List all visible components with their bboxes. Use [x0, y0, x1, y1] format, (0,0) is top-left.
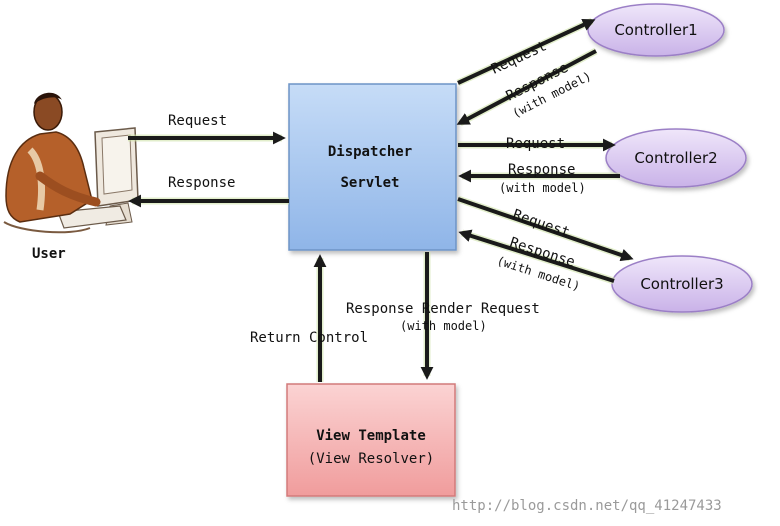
controller2-label: Controller2	[634, 149, 717, 167]
arrow-c3-response	[458, 229, 615, 283]
arrow-c3-request	[457, 197, 634, 262]
label-c2-with-model: (with model)	[499, 181, 586, 195]
label-render-with-model: (with model)	[400, 319, 487, 333]
arrows	[128, 17, 634, 382]
label-c2-response: Response	[508, 162, 575, 178]
label-return-control: Return Control	[250, 330, 368, 346]
arrow-c1-response	[456, 49, 597, 125]
controller2-node: Controller2	[605, 128, 747, 188]
user-illustration-icon	[3, 92, 139, 234]
label-render-request: Response Render Request	[346, 301, 540, 317]
view-template-box: View Template (View Resolver)	[286, 383, 456, 497]
view-title-line1: View Template	[316, 428, 426, 444]
watermark-text: http://blog.csdn.net/qq_41247433	[452, 498, 722, 514]
controller3-node: Controller3	[611, 255, 753, 313]
dispatcher-title-line1: Dispatcher	[328, 144, 412, 160]
label-c3-request: Request	[511, 207, 572, 241]
controller3-label: Controller3	[640, 275, 723, 293]
view-title-line2: (View Resolver)	[308, 451, 434, 467]
controller1-node: Controller1	[587, 3, 725, 57]
dispatcher-title-line2: Servlet	[340, 175, 399, 191]
label-c2-request: Request	[506, 136, 565, 152]
user-label: User	[32, 246, 66, 262]
arrow-c1-request	[457, 18, 596, 85]
label-user-response: Response	[168, 175, 235, 191]
dispatcher-servlet-box: Dispatcher Servlet	[288, 83, 457, 251]
controller1-label: Controller1	[614, 21, 697, 39]
label-user-request: Request	[168, 113, 227, 129]
